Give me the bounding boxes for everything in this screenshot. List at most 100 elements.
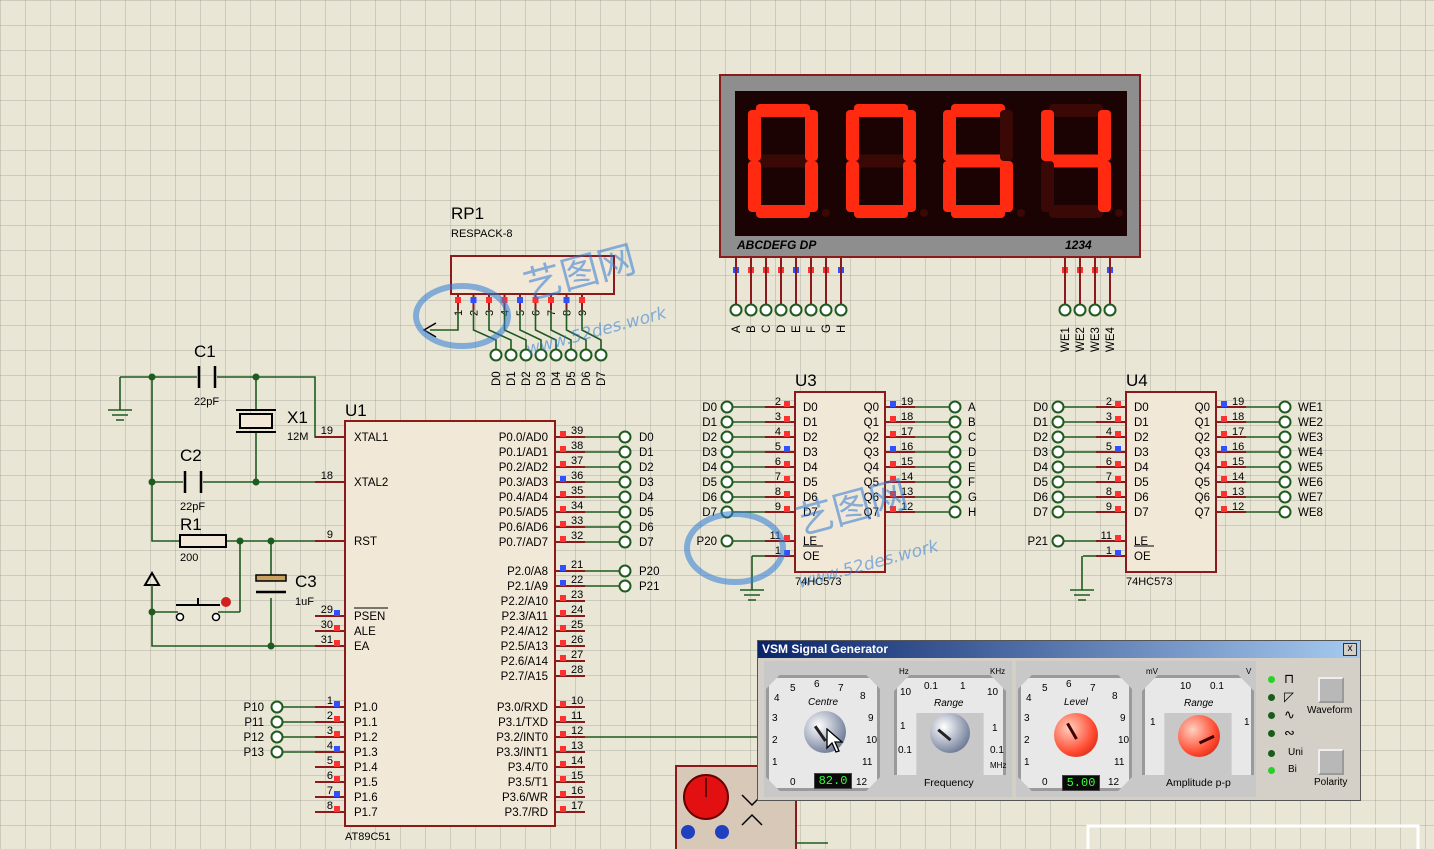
net-terminal[interactable]	[834, 303, 848, 317]
polarity-button[interactable]	[1318, 749, 1344, 775]
net-terminal[interactable]	[720, 430, 734, 444]
net-terminal[interactable]	[1051, 415, 1065, 429]
net-terminal[interactable]	[1051, 400, 1065, 414]
net-terminal[interactable]	[618, 535, 632, 549]
signal-generator-titlebar[interactable]: VSM Signal Generator x	[758, 641, 1360, 658]
capacitor-c2[interactable]: C2 22pF	[180, 446, 205, 513]
net-terminal[interactable]	[1278, 475, 1292, 489]
crystal-x1[interactable]: X1 12M	[236, 408, 308, 443]
pin-state-marker	[784, 550, 790, 556]
net-terminal[interactable]	[504, 348, 518, 362]
net-terminal[interactable]	[618, 505, 632, 519]
net-terminal[interactable]	[948, 430, 962, 444]
net-terminal[interactable]	[789, 303, 803, 317]
pin-state-marker	[560, 655, 566, 661]
pin-state-marker	[1221, 506, 1227, 512]
pin-state-marker	[560, 610, 566, 616]
pin-name: P1.2	[354, 732, 378, 744]
net-terminal[interactable]	[618, 445, 632, 459]
net-terminal[interactable]	[270, 715, 284, 729]
net-terminal[interactable]	[744, 303, 758, 317]
net-terminal[interactable]	[1051, 445, 1065, 459]
net-terminal[interactable]	[534, 348, 548, 362]
net-terminal[interactable]	[1058, 303, 1072, 317]
pin-name: P0.6/AD6	[499, 522, 548, 534]
net-terminal[interactable]	[618, 475, 632, 489]
net-terminal[interactable]	[1278, 505, 1292, 519]
net-terminal[interactable]	[270, 745, 284, 759]
freq-range-knob[interactable]	[930, 713, 970, 753]
net-terminal[interactable]	[720, 534, 734, 548]
net-terminal[interactable]	[1073, 303, 1087, 317]
net-terminal[interactable]	[720, 490, 734, 504]
capacitor-c3[interactable]: C3 1uF	[255, 572, 317, 608]
net-terminal[interactable]	[1051, 475, 1065, 489]
net-terminal[interactable]	[948, 475, 962, 489]
centre-knob[interactable]	[804, 711, 846, 753]
net-terminal[interactable]	[489, 348, 503, 362]
net-terminal[interactable]	[579, 348, 593, 362]
resistor-r1[interactable]: R1 200	[179, 515, 227, 564]
net-terminal[interactable]	[948, 460, 962, 474]
pin-name: D4	[1134, 462, 1149, 474]
net-terminal[interactable]	[594, 348, 608, 362]
net-terminal[interactable]	[1088, 303, 1102, 317]
net-terminal[interactable]	[618, 490, 632, 504]
net-terminal[interactable]	[549, 348, 563, 362]
net-terminal[interactable]	[1278, 415, 1292, 429]
capacitor-c1[interactable]: C1 22pF	[194, 342, 219, 408]
net-terminal[interactable]	[1051, 460, 1065, 474]
net-terminal[interactable]	[1051, 505, 1065, 519]
net-terminal[interactable]	[270, 730, 284, 744]
net-terminal[interactable]	[1051, 534, 1065, 548]
net-terminal[interactable]	[1278, 445, 1292, 459]
net-terminal[interactable]	[948, 505, 962, 519]
bi-led	[1268, 767, 1275, 774]
mcu-u1[interactable]: U1 AT89C51 19XTAL118XTAL29RST29PSEN30ALE…	[244, 401, 757, 843]
net-terminal[interactable]	[618, 520, 632, 534]
net-terminal[interactable]	[618, 579, 632, 593]
net-terminal[interactable]	[720, 445, 734, 459]
pin-state-marker	[1115, 535, 1121, 541]
net-terminal[interactable]	[1051, 490, 1065, 504]
net-terminal[interactable]	[1278, 490, 1292, 504]
net-terminal[interactable]	[618, 430, 632, 444]
net-terminal[interactable]	[618, 460, 632, 474]
net-terminal[interactable]	[819, 303, 833, 317]
net-terminal[interactable]	[948, 400, 962, 414]
pin-state-marker	[784, 535, 790, 541]
net-terminal[interactable]	[729, 303, 743, 317]
net-terminal[interactable]	[1103, 303, 1117, 317]
net-terminal[interactable]	[270, 700, 284, 714]
level-tick: 11	[1114, 757, 1125, 768]
net-terminal[interactable]	[564, 348, 578, 362]
waveform-button[interactable]	[1318, 677, 1344, 703]
net-terminal[interactable]	[720, 415, 734, 429]
net-terminal[interactable]	[948, 445, 962, 459]
net-terminal[interactable]	[774, 303, 788, 317]
net-terminal[interactable]	[948, 415, 962, 429]
net-terminal[interactable]	[519, 348, 533, 362]
net-terminal[interactable]	[1278, 430, 1292, 444]
net-terminal[interactable]	[720, 400, 734, 414]
reset-pushbutton[interactable]	[175, 597, 231, 622]
net-terminal[interactable]	[948, 490, 962, 504]
net-terminal[interactable]	[720, 475, 734, 489]
net-terminal[interactable]	[1278, 460, 1292, 474]
net-terminal-label: C	[968, 432, 976, 444]
pin-state-marker	[890, 416, 896, 422]
net-terminal[interactable]	[804, 303, 818, 317]
net-terminal[interactable]	[1051, 430, 1065, 444]
net-terminal[interactable]	[1278, 400, 1292, 414]
close-button[interactable]: x	[1343, 643, 1357, 656]
net-terminal[interactable]	[618, 564, 632, 578]
net-terminal-label: D5	[1033, 477, 1048, 489]
net-terminal[interactable]	[720, 460, 734, 474]
net-terminal[interactable]	[759, 303, 773, 317]
